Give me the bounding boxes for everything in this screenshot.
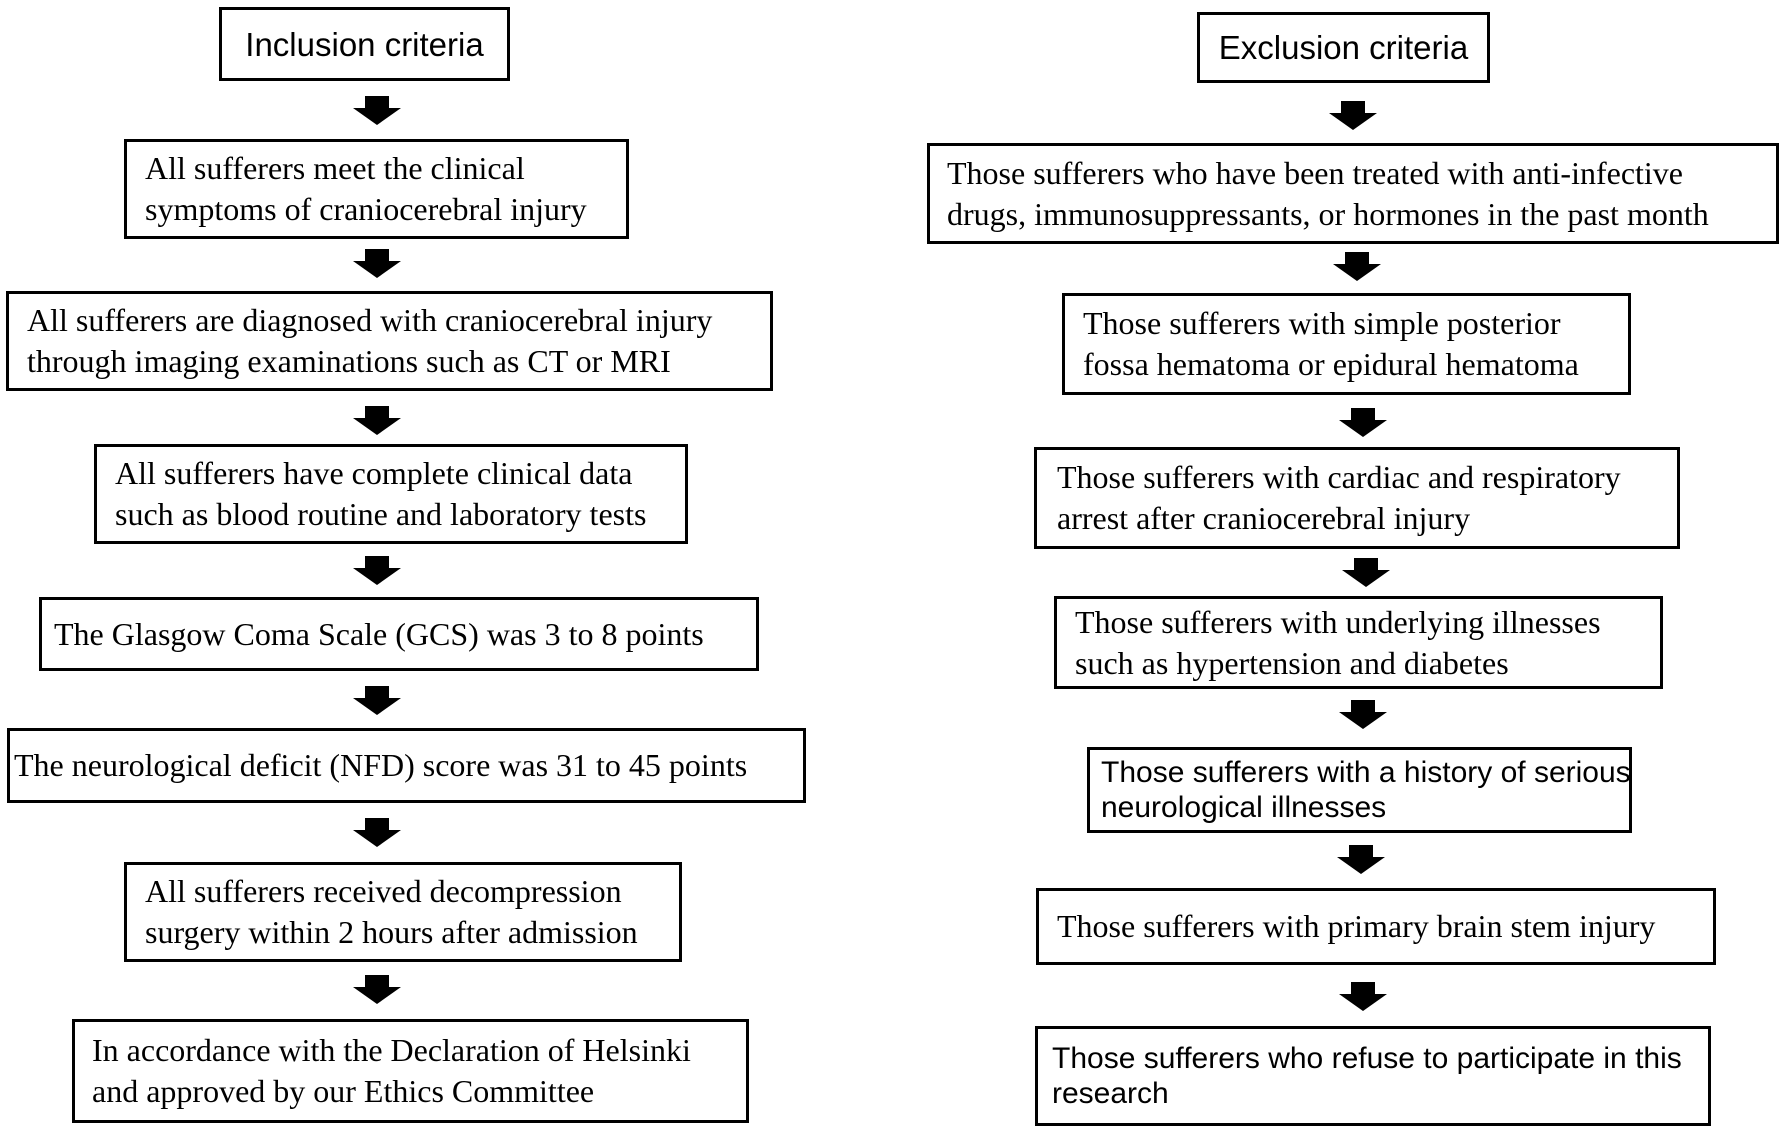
inclusion-item-2: All sufferers are diagnosed with cranioc… (6, 291, 773, 391)
exclusion-item-4: Those sufferers with underlying illnesse… (1054, 596, 1663, 689)
inclusion-item-4: The Glasgow Coma Scale (GCS) was 3 to 8 … (39, 597, 759, 671)
exclusion-item-2: Those sufferers with simple posterior fo… (1062, 293, 1631, 395)
inclusion-item-7: In accordance with the Declaration of He… (72, 1019, 749, 1123)
inclusion-item-5: The neurological deficit (NFD) score was… (7, 728, 806, 803)
exclusion-title: Exclusion criteria (1197, 12, 1490, 83)
exclusion-item-3: Those sufferers with cardiac and respira… (1034, 447, 1680, 549)
exclusion-item-1: Those sufferers who have been treated wi… (927, 143, 1779, 244)
inclusion-item-3: All sufferers have complete clinical dat… (94, 444, 688, 544)
exclusion-item-7: Those sufferers who refuse to participat… (1035, 1026, 1711, 1126)
inclusion-item-6: All sufferers received decompression sur… (124, 862, 682, 962)
exclusion-item-6: Those sufferers with primary brain stem … (1036, 888, 1716, 965)
inclusion-item-1: All sufferers meet the clinical symptoms… (124, 139, 629, 239)
exclusion-item-5: Those sufferers with a history of seriou… (1087, 747, 1632, 833)
inclusion-title: Inclusion criteria (219, 7, 510, 81)
